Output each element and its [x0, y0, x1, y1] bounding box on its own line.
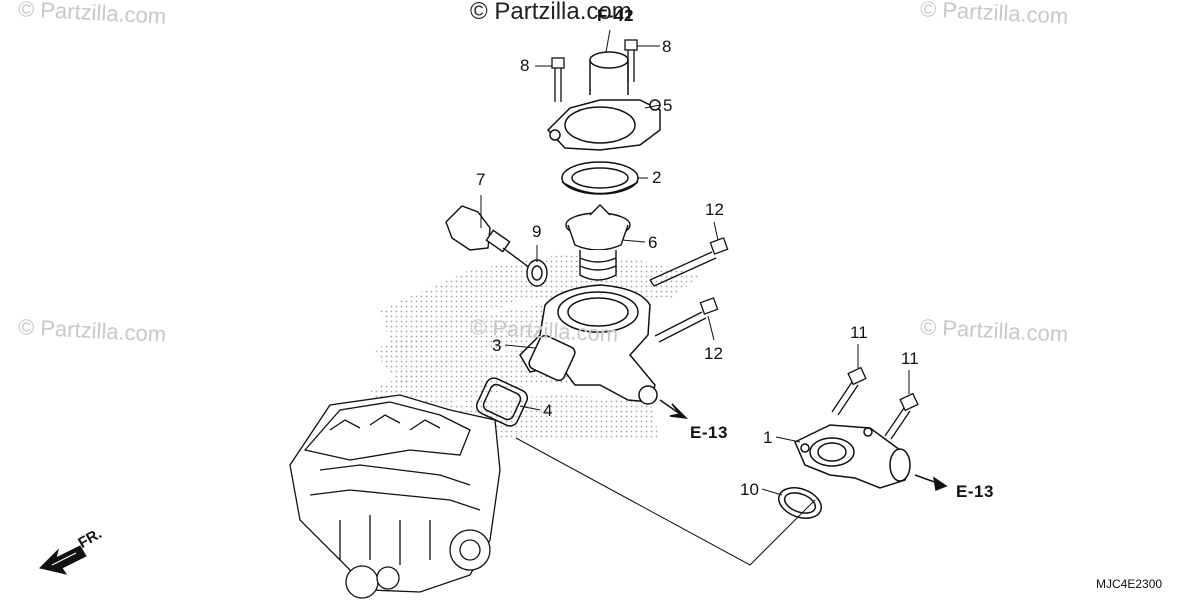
callout-1: 1: [763, 428, 773, 447]
thermostat-cover-part-5[interactable]: [546, 51, 661, 151]
watermark-top-center: © Partzilla.com: [470, 0, 632, 25]
callout-3: 3: [492, 336, 502, 355]
gasket-part-2[interactable]: [561, 161, 639, 195]
temperature-sensor-part-7[interactable]: [445, 205, 531, 269]
callout-6: 6: [648, 233, 658, 252]
reference-f42[interactable]: F-42: [597, 6, 634, 25]
bolt-part-8-right[interactable]: [624, 39, 638, 82]
bolt-part-11-right[interactable]: [884, 392, 919, 440]
thermostat-housing-part-3[interactable]: [519, 284, 658, 405]
washer-part-9[interactable]: [526, 259, 548, 287]
callout-12-upper: 12: [705, 200, 724, 219]
engine-block-illustration: [289, 394, 501, 599]
reference-e13-upper[interactable]: E-13: [690, 423, 728, 442]
callout-10: 10: [740, 480, 759, 499]
callout-2: 2: [652, 168, 662, 187]
callout-5: 5: [663, 96, 673, 115]
o-ring-part-10[interactable]: [775, 482, 826, 523]
callout-8-right: 8: [662, 37, 672, 56]
callout-8-left: 8: [520, 56, 530, 75]
reference-e13-lower[interactable]: E-13: [956, 482, 994, 501]
bolt-part-8-left[interactable]: [551, 57, 565, 102]
leader-lines: [480, 29, 910, 566]
water-joint-part-1[interactable]: [794, 424, 911, 489]
callout-11-right: 11: [901, 349, 919, 368]
callout-11-left: 11: [850, 323, 868, 342]
thermostat-part-6[interactable]: [565, 204, 631, 281]
bolt-part-11-left[interactable]: [831, 366, 867, 416]
callout-9: 9: [532, 222, 542, 241]
flow-arrows: [659, 399, 948, 492]
callout-4: 4: [543, 401, 553, 420]
bolt-part-12-upper[interactable]: [649, 237, 729, 287]
diagram-code: MJC4E2300: [1096, 577, 1163, 591]
callout-7: 7: [476, 170, 486, 189]
bolt-part-12-lower[interactable]: [654, 297, 719, 343]
front-direction-arrow: [39, 545, 87, 575]
callout-12-lower: 12: [704, 344, 723, 363]
